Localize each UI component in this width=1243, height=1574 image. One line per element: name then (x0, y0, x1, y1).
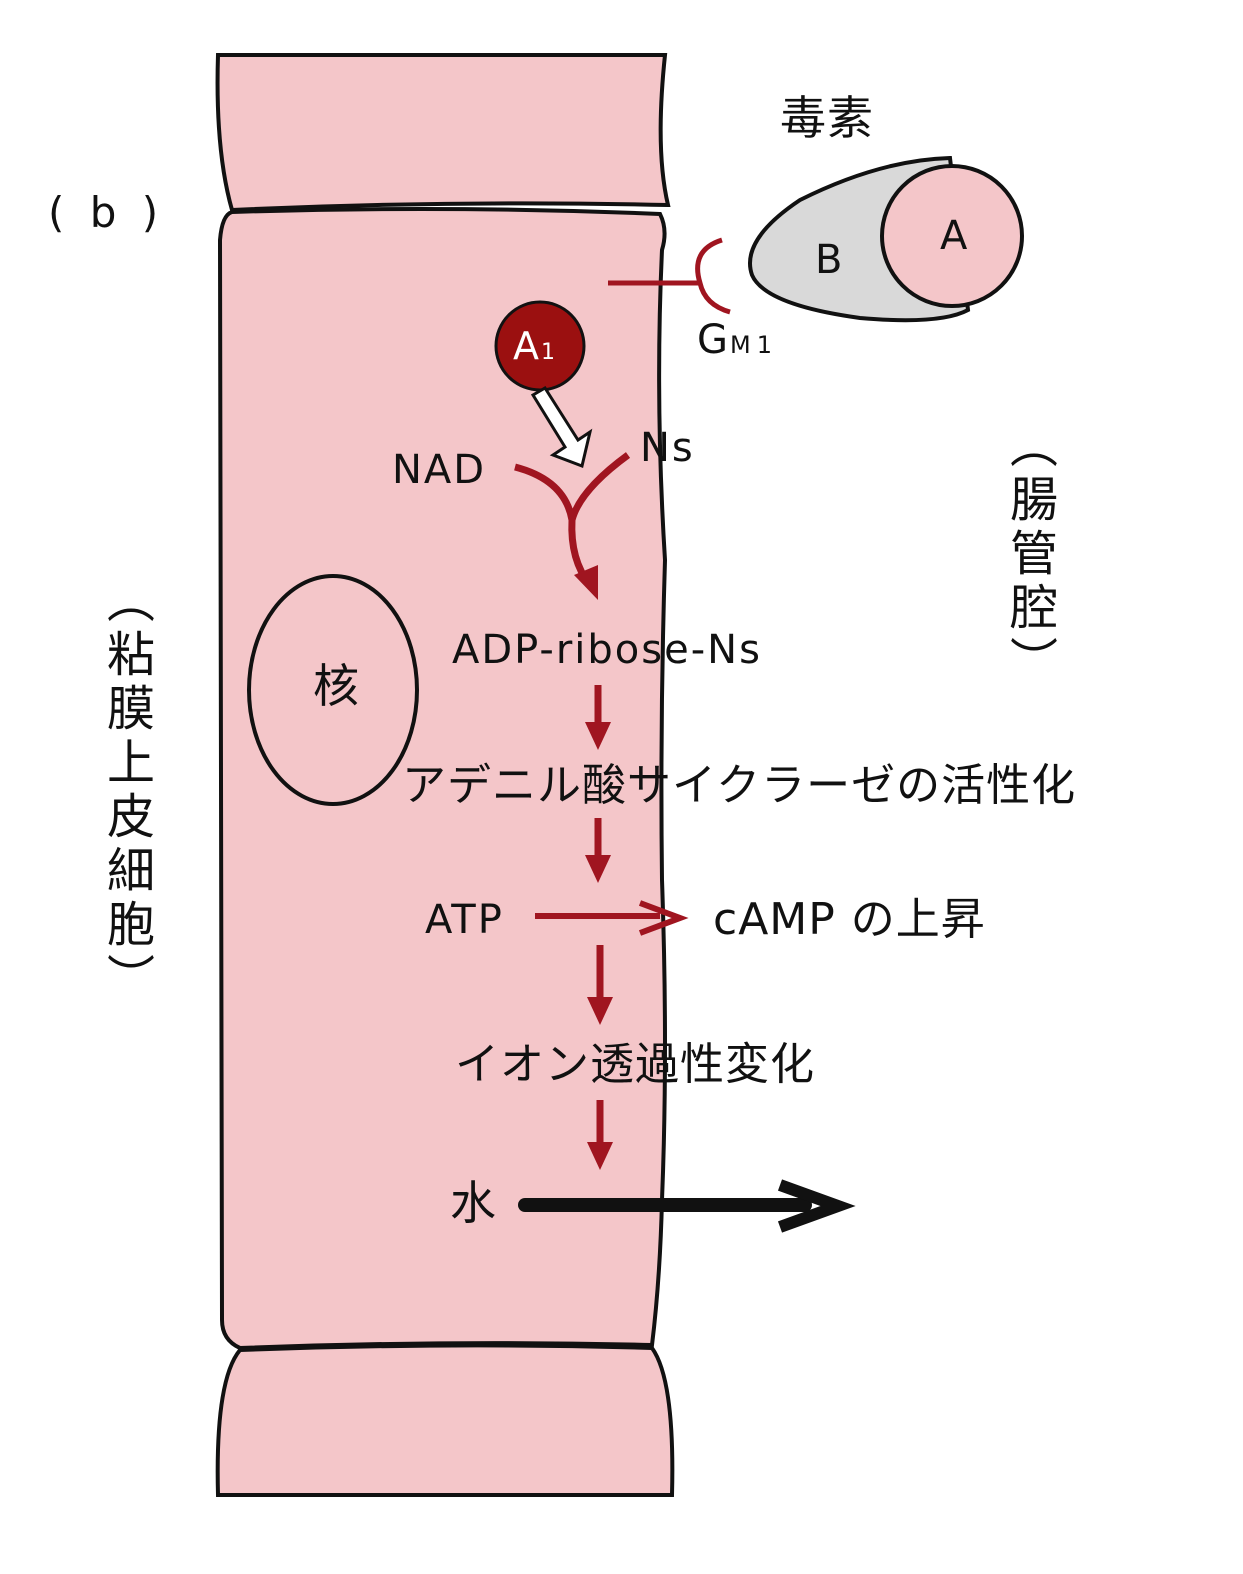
toxin-b-label: B (815, 237, 845, 283)
water-label: 水 (450, 1176, 497, 1230)
step-arrow-4 (587, 1100, 613, 1170)
step-arrow-2 (585, 818, 611, 883)
step-arrow-1 (585, 685, 611, 750)
a1-main: A (513, 324, 541, 368)
a1-hollow-arrow (530, 385, 593, 469)
gm1-sub: M1 (730, 331, 778, 359)
a1-label: A1 (513, 327, 557, 365)
adp-ribose-label: ADP-ribose-Ns (452, 627, 762, 673)
ns-label: Ns (640, 425, 695, 471)
nucleus-shape (247, 574, 419, 806)
atp-camp-arrow (535, 900, 689, 936)
nad-label: NAD (392, 447, 487, 493)
epithelial-label: （粘膜上皮細胞） (98, 575, 154, 1007)
gm1-label: GM1 (697, 320, 778, 360)
merge-arrow-head (574, 565, 598, 600)
camp-label: cAMP の上昇 (713, 894, 986, 945)
water-arrow (518, 1179, 856, 1233)
a1-sub: 1 (541, 340, 557, 365)
panel-label: ( b ) (48, 188, 165, 237)
atp-label: ATP (425, 897, 504, 943)
lumen-label: （腸管腔） (1001, 420, 1057, 690)
nucleus-label: 核 (313, 659, 360, 713)
upper-cell (215, 53, 671, 213)
gm1-main: G (697, 317, 730, 363)
toxin-title: 毒素 (780, 91, 874, 145)
step-arrow-3 (587, 945, 613, 1025)
ion-label: イオン透過性変化 (455, 1039, 815, 1090)
gm1-receptor-cup (695, 237, 731, 315)
main-cell (217, 206, 668, 1351)
toxin-a-label: A (940, 213, 970, 259)
toxin-a-subunit (880, 164, 1024, 308)
lower-cell (215, 1343, 675, 1497)
adenylate-cyclase-label: アデニル酸サイクラーゼの活性化 (402, 760, 1077, 811)
